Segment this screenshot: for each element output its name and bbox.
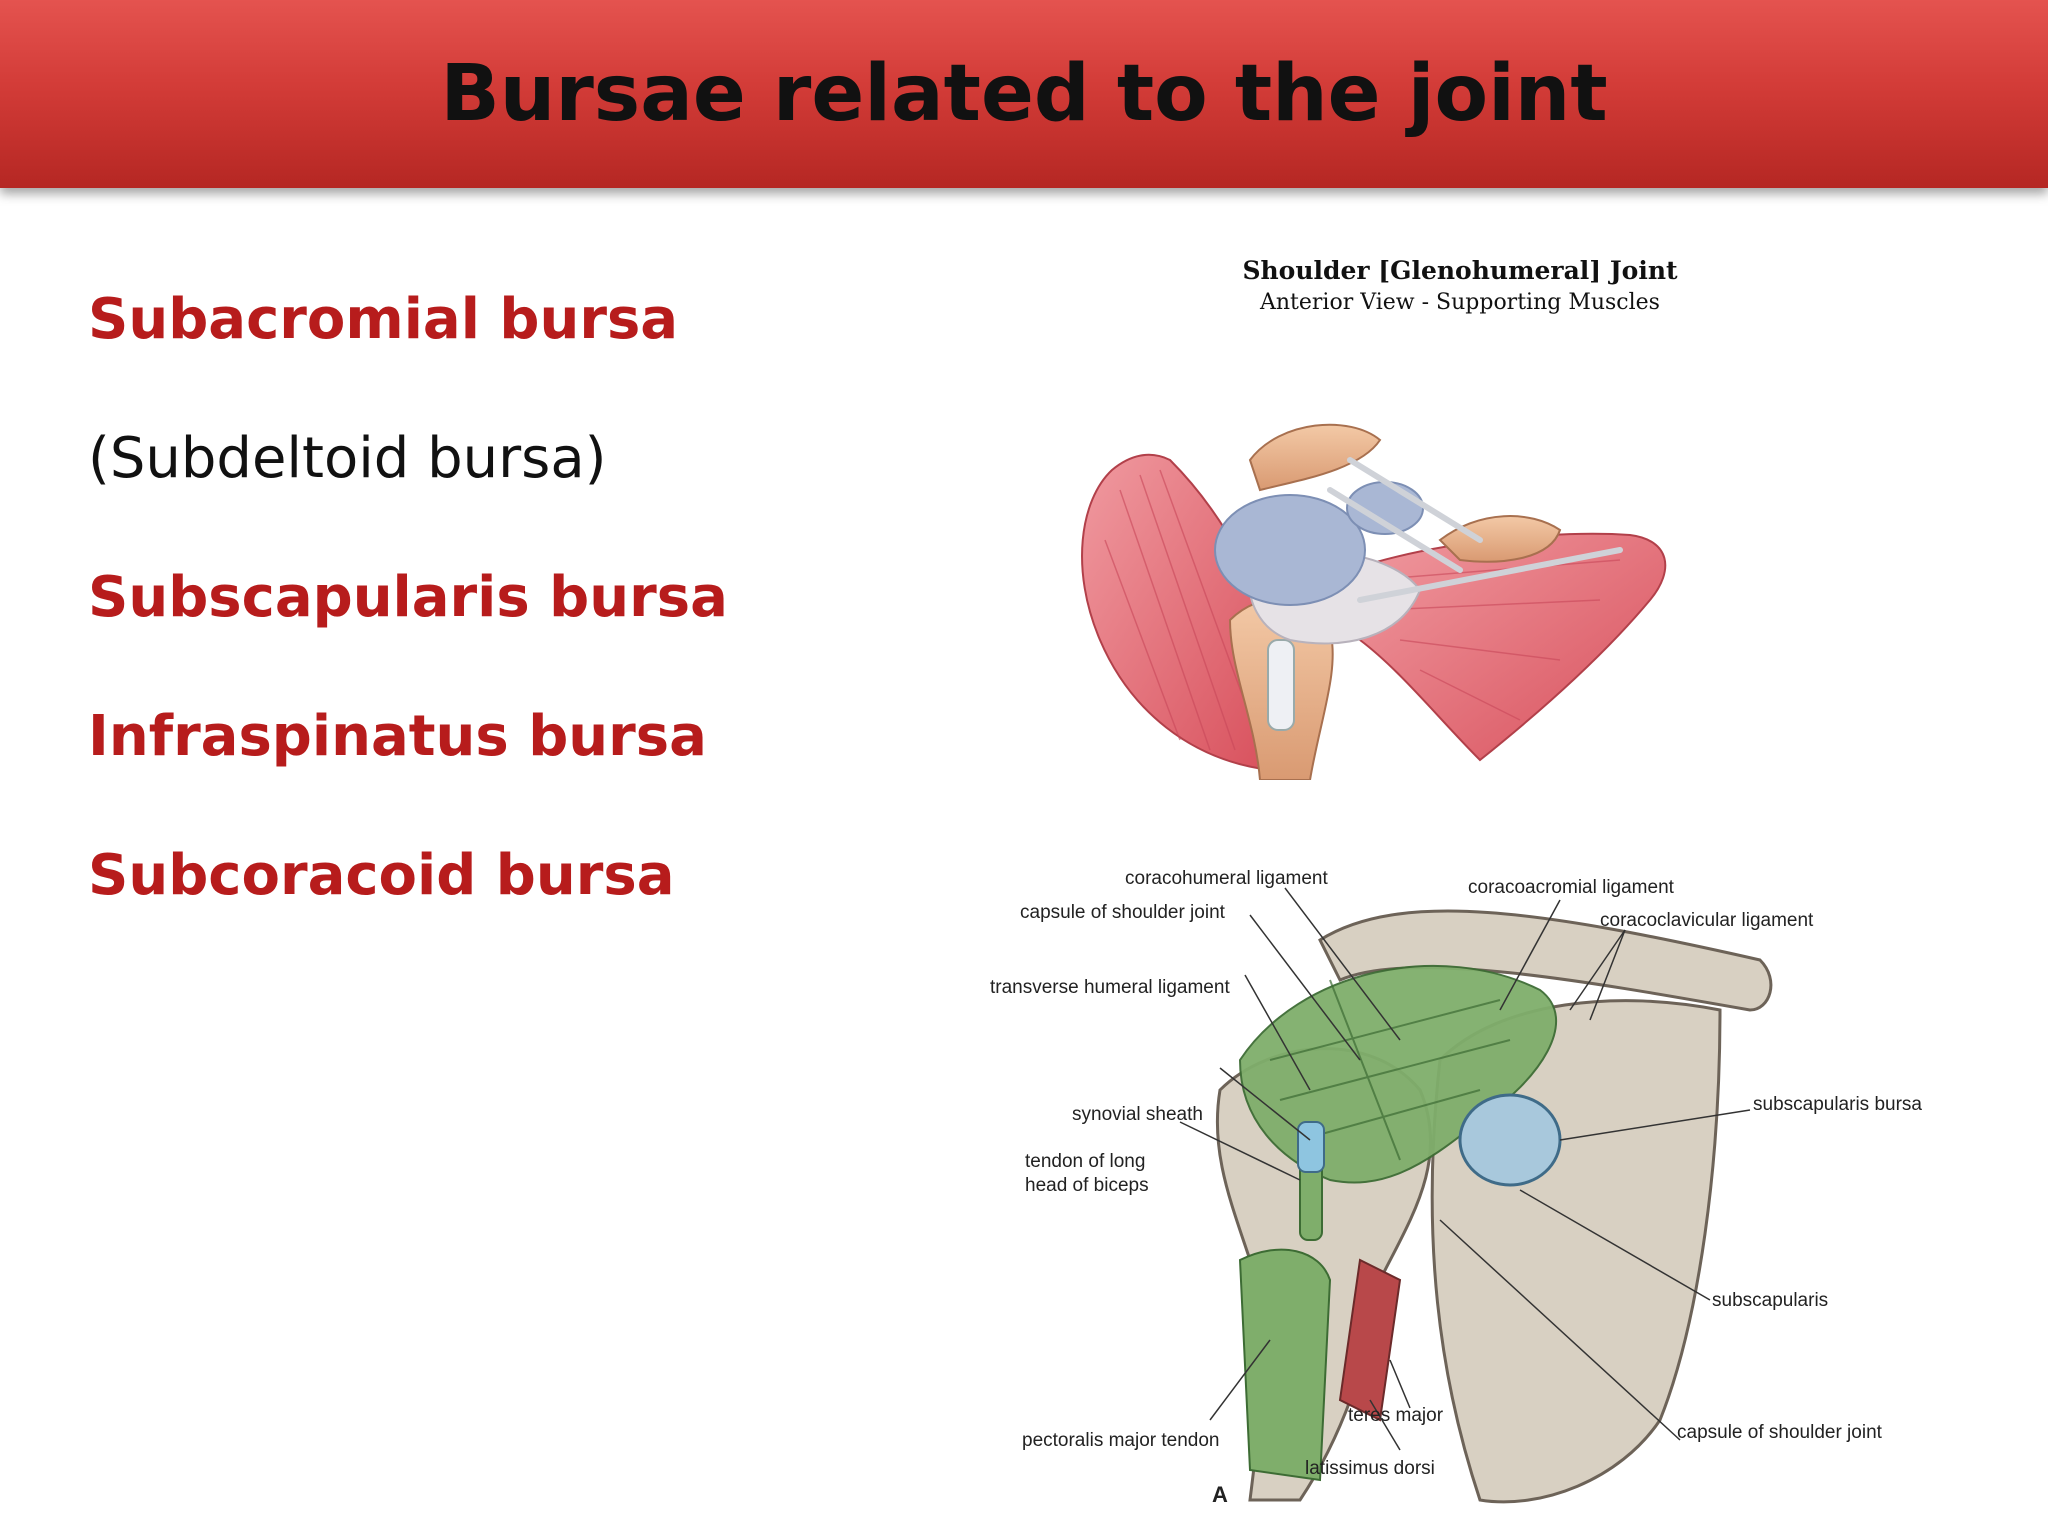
label-coracoacromial: coracoacromial ligament [1468, 877, 1674, 899]
figure-subtitle: Anterior View - Supporting Muscles [1060, 290, 1860, 315]
label-capsule-bottom: capsule of shoulder joint [1677, 1422, 1882, 1444]
bullet-infraspinatus: Infraspinatus bursa [88, 697, 728, 836]
shoulder-muscles-illustration [1060, 340, 1860, 780]
label-transverse-humeral: transverse humeral ligament [990, 977, 1230, 999]
synovial-sheath [1298, 1122, 1324, 1172]
label-capsule-top: capsule of shoulder joint [1020, 902, 1225, 924]
label-teres-major: teres major [1348, 1405, 1443, 1427]
shoulder-ligaments-figure: coracohumeral ligament capsule of should… [980, 860, 1980, 1520]
slide-title: Bursae related to the joint [440, 49, 1607, 139]
label-panel-a: A [1212, 1482, 1228, 1508]
label-synovial-sheath: synovial sheath [1072, 1104, 1203, 1126]
acromion-bone [1250, 425, 1380, 490]
label-coracoclavicular: coracoclavicular ligament [1600, 910, 1813, 932]
bursae-list: Subacromial bursa (Subdeltoid bursa) Sub… [88, 280, 728, 975]
pectoralis-tendon-slab [1240, 1250, 1330, 1480]
label-latissimus-dorsi: latissimus dorsi [1305, 1458, 1435, 1480]
shoulder-muscles-figure: Shoulder [Glenohumeral] Joint Anterior V… [1060, 250, 1860, 810]
bullet-subcoracoid: Subcoracoid bursa [88, 836, 728, 975]
label-pectoralis-major: pectoralis major tendon [1022, 1430, 1220, 1452]
biceps-tendon [1268, 640, 1294, 730]
label-coracohumeral-ligament: coracohumeral ligament [1125, 868, 1328, 890]
label-subscapularis: subscapularis [1712, 1290, 1828, 1312]
bullet-subacromial: Subacromial bursa [88, 280, 728, 419]
bullet-subscapularis: Subscapularis bursa [88, 558, 728, 697]
label-subscapularis-bursa: subscapularis bursa [1753, 1094, 1922, 1116]
label-tendon-line1: tendon of long [1025, 1151, 1145, 1173]
label-tendon-line2: head of biceps [1025, 1175, 1149, 1197]
humeral-head-cartilage [1215, 495, 1365, 605]
title-bar: Bursae related to the joint [0, 0, 2048, 188]
figure-title: Shoulder [Glenohumeral] Joint [1060, 256, 1860, 285]
subscapularis-muscle [1350, 534, 1665, 760]
subscapularis-bursa [1460, 1095, 1560, 1185]
bullet-subdeltoid: (Subdeltoid bursa) [88, 419, 728, 558]
